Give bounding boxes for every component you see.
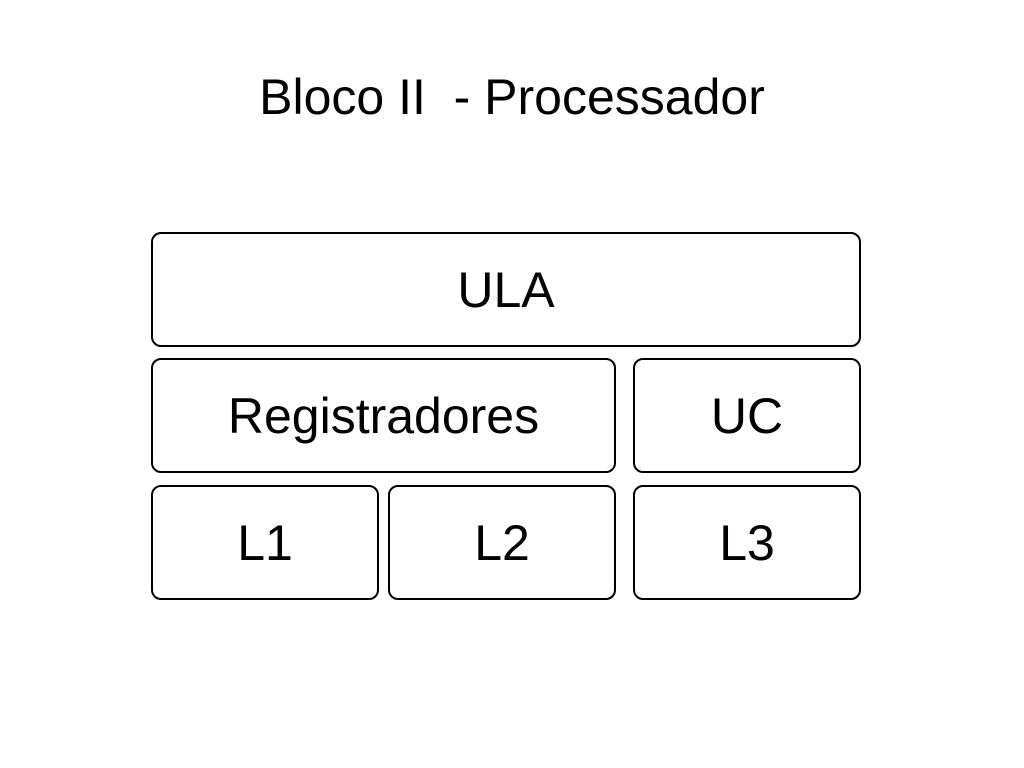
block-registradores: Registradores (151, 358, 616, 473)
block-l1-label: L1 (237, 514, 293, 571)
block-l2-label: L2 (474, 514, 530, 571)
block-uc-label: UC (710, 387, 784, 444)
block-ula: ULA (151, 232, 861, 347)
slide-title: Bloco II - Processador (259, 69, 765, 125)
block-uc: UC (633, 358, 861, 473)
block-registradores-label: Registradores (227, 387, 540, 444)
block-l3-label: L3 (719, 514, 775, 571)
block-l3: L3 (633, 485, 861, 600)
block-l1: L1 (151, 485, 379, 600)
block-ula-label: ULA (457, 261, 555, 318)
block-l2: L2 (388, 485, 616, 600)
